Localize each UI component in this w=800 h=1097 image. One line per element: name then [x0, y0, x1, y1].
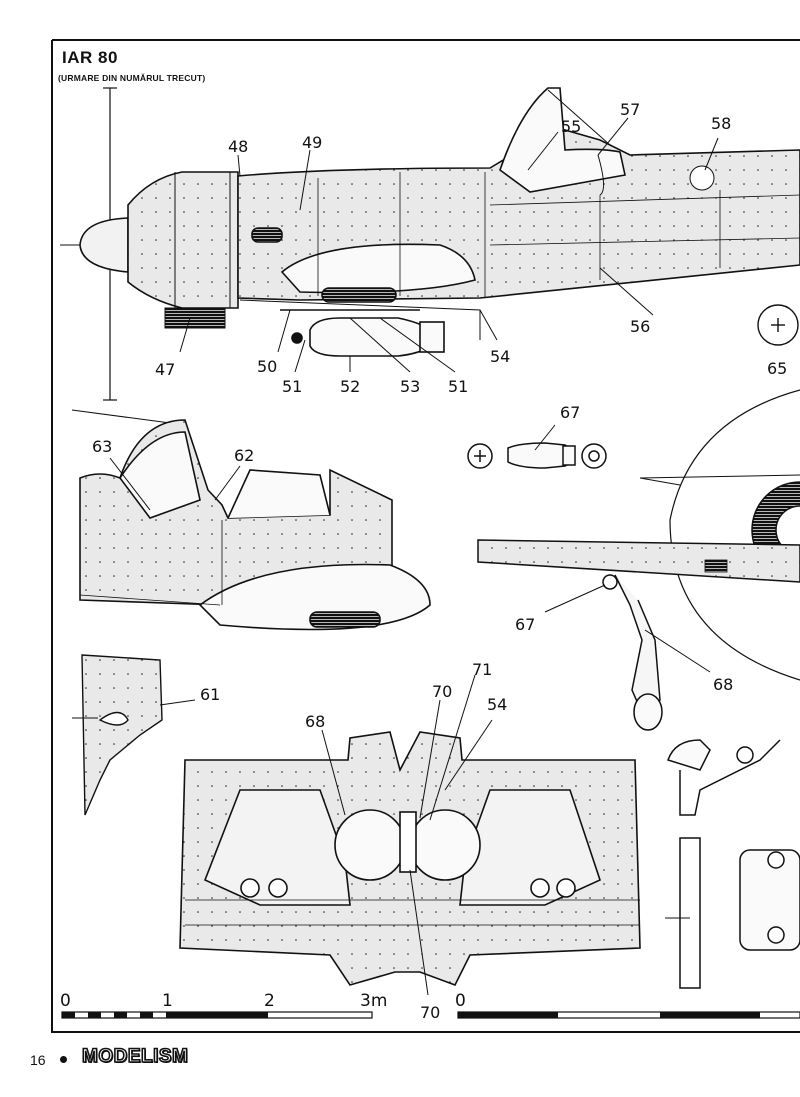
callout-49: 49: [302, 133, 322, 152]
callout-67-bottom: 67: [515, 615, 535, 634]
callout-47: 47: [155, 360, 175, 379]
callout-54-bottom: 54: [487, 695, 507, 714]
page-title: IAR 80: [62, 48, 118, 67]
page-number: 16: [30, 1052, 46, 1068]
fuel-cap-detail: [757, 304, 799, 346]
callout-53: 53: [400, 377, 420, 396]
scale-label-1: 1: [162, 991, 173, 1011]
page-subtitle: (URMARE DIN NUMĂRUL TRECUT): [58, 73, 206, 83]
front-view-engine: [477, 389, 800, 731]
callout-68-center: 68: [305, 712, 325, 731]
bomb-detail: [467, 442, 607, 469]
callout-57: 57: [620, 100, 640, 119]
landing-gear-detail: [665, 739, 800, 989]
callout-62: 62: [234, 446, 254, 465]
callout-61: 61: [200, 685, 220, 704]
callout-68-right: 68: [713, 675, 733, 694]
callout-67-top: 67: [560, 403, 580, 422]
callout-71: 71: [472, 660, 492, 679]
callout-56: 56: [630, 317, 650, 336]
cockpit-section-view: [71, 409, 431, 631]
scale-label-3m: 3m: [360, 991, 387, 1011]
underside-view: [179, 731, 641, 986]
scale-label-2: 2: [264, 991, 275, 1011]
scale-bar-right: 0: [455, 991, 800, 1019]
footer-bullet: [60, 1056, 67, 1063]
callout-54-top: 54: [490, 347, 510, 366]
callout-51-right: 51: [448, 377, 468, 396]
callout-70-top: 70: [432, 682, 452, 701]
sheet-frame: [51, 39, 800, 1033]
callout-70-bottom: 70: [420, 1003, 440, 1022]
callout-63: 63: [92, 437, 112, 456]
callout-55: 55: [561, 117, 581, 136]
fuselage-side-view: [60, 87, 800, 401]
scale-right-label-0: 0: [455, 991, 466, 1011]
callout-51-left: 51: [282, 377, 302, 396]
rear-panel-detail: [72, 654, 163, 816]
callout-labels: 47 48 49 50 51 52 53 51 54 55 56 57 58 6…: [92, 100, 787, 1022]
callout-58: 58: [711, 114, 731, 133]
scale-bar-left: 0 1 2 3m: [60, 991, 387, 1019]
callout-65: 65: [767, 359, 787, 378]
callout-50: 50: [257, 357, 277, 376]
callout-52: 52: [340, 377, 360, 396]
callout-leaders: [109, 117, 719, 996]
callout-48: 48: [228, 137, 248, 156]
scale-label-0: 0: [60, 991, 71, 1011]
magazine-logo: MODELISM: [81, 1045, 189, 1068]
